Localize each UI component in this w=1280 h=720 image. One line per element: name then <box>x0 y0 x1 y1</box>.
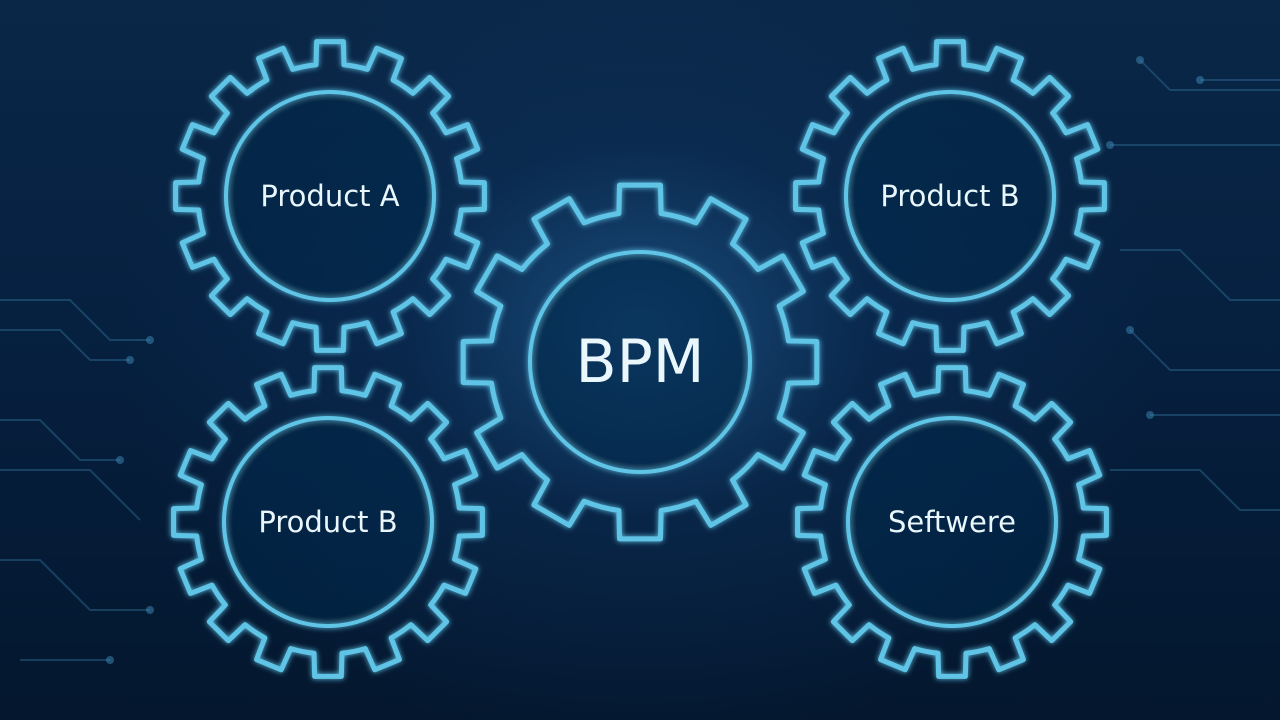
gear-bpm: BPM <box>460 182 820 542</box>
gear-software-label: Seftwere <box>888 505 1016 539</box>
circuit-traces-left <box>0 299 154 664</box>
gear-bpm-outline <box>460 182 820 542</box>
gear-product-a-inner-ring <box>224 90 436 302</box>
gear-product-b-bottom-inner-ring <box>222 416 434 628</box>
gear-bpm-label: BPM <box>575 327 704 397</box>
gear-product-b-top: Product B <box>793 39 1107 353</box>
gear-software-inner-ring <box>846 416 1058 628</box>
gear-product-a-outline <box>173 39 487 353</box>
gear-bpm-inner-ring <box>528 250 752 474</box>
circuit-traces-right <box>1106 56 1280 511</box>
gear-product-b-top-inner-ring <box>844 90 1056 302</box>
gear-product-b-top-outline <box>793 39 1107 353</box>
gear-product-a: Product A <box>173 39 487 353</box>
gear-product-b-bottom: Product B <box>171 365 485 679</box>
gear-product-b-bottom-label: Product B <box>258 505 397 539</box>
gear-software-outline <box>795 365 1109 679</box>
gear-product-b-bottom-outline <box>171 365 485 679</box>
gear-product-b-top-label: Product B <box>880 179 1019 213</box>
gear-software: Seftwere <box>795 365 1109 679</box>
gear-product-a-label: Product A <box>260 179 399 213</box>
